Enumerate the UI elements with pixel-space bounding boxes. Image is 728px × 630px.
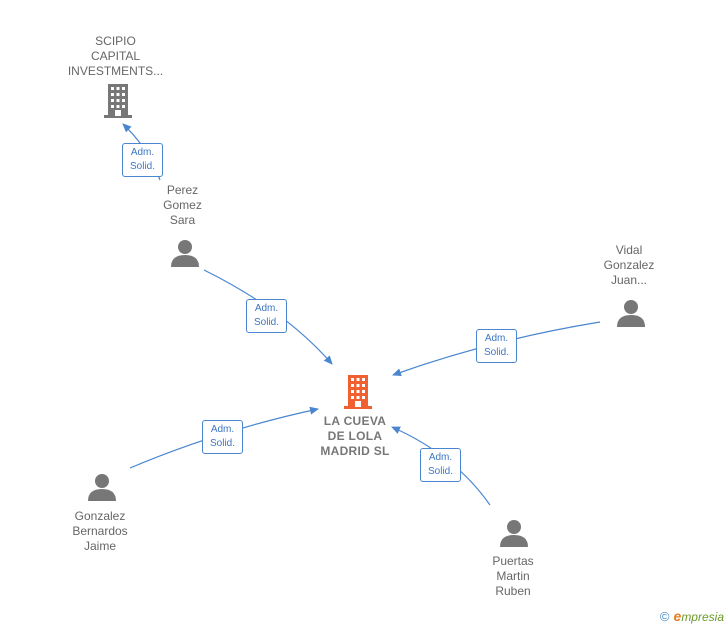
copyright-symbol: © — [659, 609, 670, 624]
person-icon[interactable] — [170, 238, 200, 268]
role-box-gonzalez-center[interactable]: Adm. Solid. — [202, 420, 243, 454]
role-box-perez-center[interactable]: Adm. Solid. — [246, 299, 287, 333]
role-box-perez-scipio[interactable]: Adm. Solid. — [122, 143, 163, 177]
role-box-puertas-center[interactable]: Adm. Solid. — [420, 448, 461, 482]
person-icon[interactable] — [616, 298, 646, 328]
building-icon[interactable] — [102, 84, 134, 118]
role-box-vidal-center[interactable]: Adm. Solid. — [476, 329, 517, 363]
person-icon[interactable] — [499, 518, 529, 548]
brand-watermark[interactable]: ©empresia — [660, 608, 724, 624]
center-building-icon[interactable] — [342, 375, 374, 409]
person-label-puertas[interactable]: Puertas Martin Ruben — [492, 554, 534, 598]
brand-initial: e — [673, 608, 682, 624]
person-icon[interactable] — [87, 472, 117, 502]
person-label-vidal[interactable]: Vidal Gonzalez Juan... — [603, 243, 655, 287]
person-label-perez[interactable]: Perez Gomez Sara — [163, 183, 202, 227]
company-label-scipio[interactable]: SCIPIO CAPITAL INVESTMENTS... — [67, 34, 164, 78]
person-label-gonzalez[interactable]: Gonzalez Bernardos Jaime — [72, 509, 128, 553]
brand-name: mpresia — [681, 610, 724, 624]
center-company-label[interactable]: LA CUEVA DE LOLA MADRID SL — [320, 414, 390, 458]
